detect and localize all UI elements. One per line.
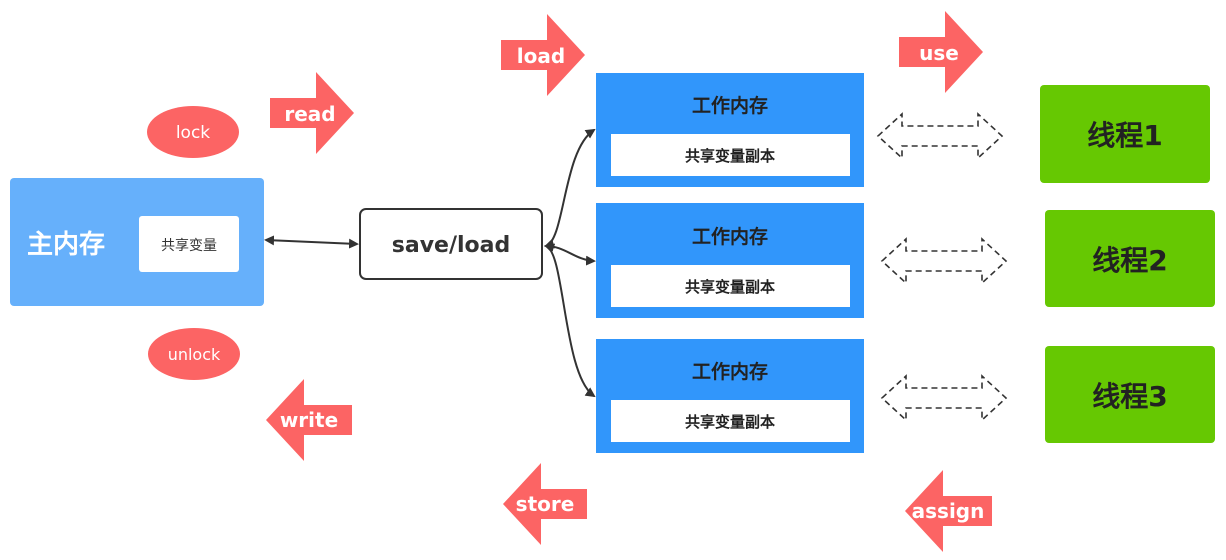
unlock-operation: unlock bbox=[148, 328, 240, 380]
thread-2-block: 线程2 bbox=[1045, 210, 1215, 307]
dashed-double-arrow-2 bbox=[880, 237, 1008, 285]
working-memory-2: 工作内存 共享变量副本 bbox=[596, 203, 864, 318]
dashed-double-arrow-1 bbox=[876, 112, 1004, 160]
read-label: read bbox=[284, 102, 335, 126]
store-operation: store bbox=[503, 463, 587, 545]
thread-3-label: 线程3 bbox=[1092, 380, 1167, 413]
store-label: store bbox=[516, 492, 575, 516]
use-operation: use bbox=[899, 11, 983, 93]
connector-wm1 bbox=[544, 128, 596, 249]
thread-3-block: 线程3 bbox=[1045, 346, 1215, 443]
shared-copy-box bbox=[611, 265, 850, 307]
connector-wm3 bbox=[544, 243, 596, 398]
shared-variable-box bbox=[139, 216, 239, 272]
shared-copy-label: 共享变量副本 bbox=[685, 278, 775, 296]
dashed-double-arrow-3 bbox=[880, 374, 1008, 422]
use-label: use bbox=[919, 41, 959, 65]
shared-copy-box bbox=[611, 400, 850, 442]
thread-1-block: 线程1 bbox=[1040, 85, 1210, 183]
load-operation: load bbox=[501, 14, 585, 96]
working-memory-title: 工作内存 bbox=[692, 225, 768, 248]
shared-variable-label: 共享变量 bbox=[161, 237, 217, 254]
shared-copy-label: 共享变量副本 bbox=[685, 413, 775, 431]
unlock-label: unlock bbox=[168, 345, 221, 364]
shared-copy-box bbox=[611, 134, 850, 176]
main-memory-block: 主内存 共享变量 bbox=[10, 178, 264, 306]
main-savel-connector bbox=[264, 235, 359, 249]
lock-label: lock bbox=[176, 123, 210, 143]
working-memory-title: 工作内存 bbox=[692, 360, 768, 383]
write-operation: write bbox=[266, 379, 352, 461]
thread-1-label: 线程1 bbox=[1087, 119, 1162, 152]
write-label: write bbox=[280, 408, 338, 432]
thread-2-label: 线程2 bbox=[1092, 244, 1167, 277]
assign-operation: assign bbox=[905, 470, 992, 552]
lock-operation: lock bbox=[147, 106, 239, 158]
main-memory-title: 主内存 bbox=[27, 230, 105, 260]
read-operation: read bbox=[270, 72, 354, 154]
shared-copy-label: 共享变量副本 bbox=[685, 147, 775, 165]
working-memory-3: 工作内存 共享变量副本 bbox=[596, 339, 864, 453]
save-load-label: save/load bbox=[392, 233, 511, 258]
save-load-block: save/load bbox=[359, 208, 543, 280]
load-label: load bbox=[517, 44, 565, 68]
working-memory-1: 工作内存 共享变量副本 bbox=[596, 73, 864, 187]
working-memory-title: 工作内存 bbox=[692, 94, 768, 117]
assign-label: assign bbox=[912, 499, 985, 523]
